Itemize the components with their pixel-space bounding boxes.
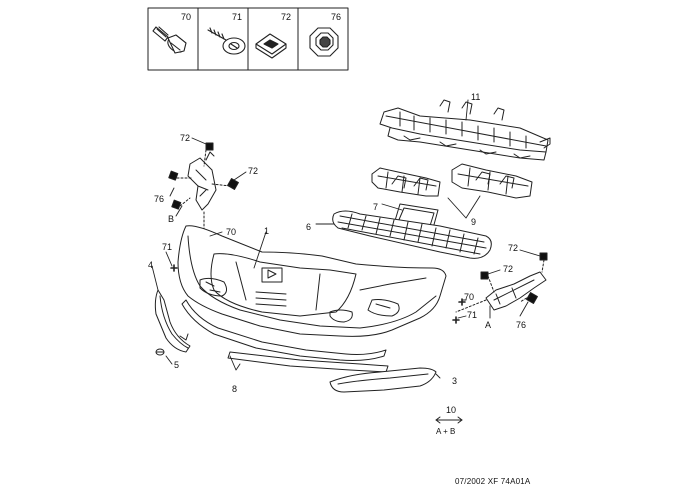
callout-72-top: 72 xyxy=(180,133,191,143)
part-5-clip xyxy=(155,348,165,356)
callout-76-right: 76 xyxy=(516,320,527,330)
callout-3: 3 xyxy=(452,376,458,386)
part-6-grille xyxy=(332,210,492,259)
callout-a: A xyxy=(485,320,492,330)
callout-70-left: 70 xyxy=(226,227,237,237)
callout-70-right: 70 xyxy=(464,292,475,302)
legend-caption: A + B xyxy=(436,427,456,436)
square-clip-icon xyxy=(255,33,287,59)
callout-71-left: 71 xyxy=(162,242,173,252)
right-mounting-bracket xyxy=(455,252,548,313)
callout-6: 6 xyxy=(306,222,312,232)
callout-72-mid: 72 xyxy=(248,166,259,176)
kit-box-71-number: 71 xyxy=(232,12,243,22)
callout-76-left: 76 xyxy=(154,194,165,204)
callout-72-right-mid: 72 xyxy=(503,264,514,274)
callout-11: 11 xyxy=(471,92,481,102)
part-1-bumper-cover xyxy=(177,225,447,337)
part-4-side-trim xyxy=(154,289,191,353)
screw-with-washer-icon xyxy=(207,27,246,55)
kit-box-76-number: 76 xyxy=(331,12,342,22)
callout-72-right-top: 72 xyxy=(508,243,519,253)
callout-8: 8 xyxy=(232,384,238,394)
bolt-with-washer-icon xyxy=(152,26,187,54)
octagonal-nut-icon xyxy=(309,27,339,57)
part-11-impact-absorber xyxy=(379,99,551,161)
kit-box-72-number: 72 xyxy=(281,12,292,22)
part-3-trim-strip xyxy=(329,367,437,393)
leader-lines xyxy=(151,99,541,379)
kit-box-70-number: 70 xyxy=(181,12,192,22)
callout-71-right: 71 xyxy=(467,310,478,320)
legend-arrows xyxy=(435,416,463,424)
callout-9: 9 xyxy=(471,217,477,227)
callout-1: 1 xyxy=(264,226,270,236)
footer-reference: 07/2002 XF 74A01A xyxy=(455,477,531,486)
left-mounting-bracket xyxy=(168,142,239,241)
callout-7: 7 xyxy=(373,202,379,212)
legend-number-10: 10 xyxy=(446,405,457,415)
callout-5: 5 xyxy=(174,360,180,370)
callout-4: 4 xyxy=(148,260,154,270)
callout-b: B xyxy=(168,214,175,224)
part-9-brackets xyxy=(371,163,533,199)
